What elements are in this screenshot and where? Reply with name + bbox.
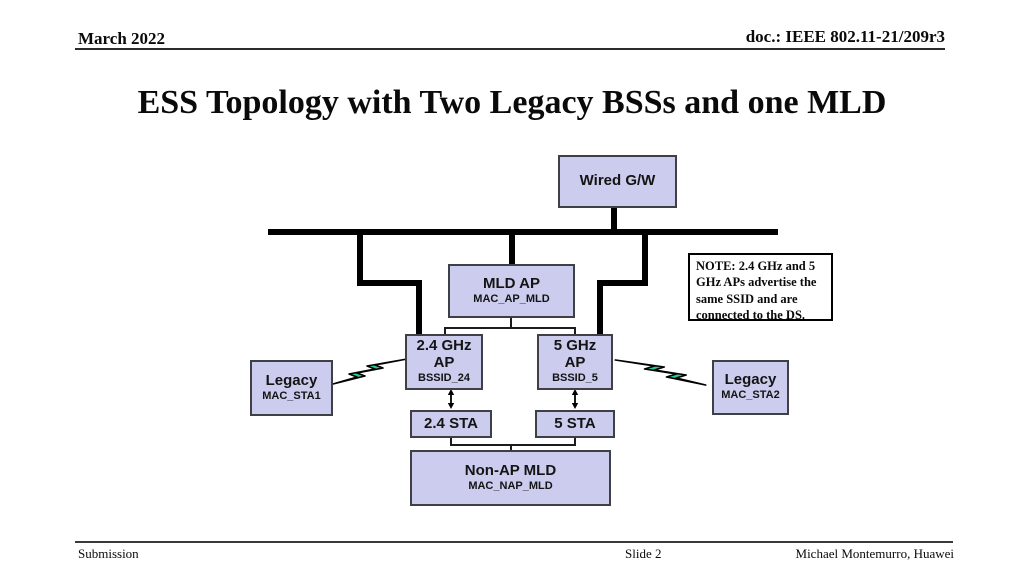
node-2-4ghz-ap: 2.4 GHz AP BSSID_24 <box>405 334 483 390</box>
node-label: Non-AP MLD <box>464 461 557 479</box>
ap5-connector-h <box>597 280 648 286</box>
mld-bracket-bar <box>444 327 576 329</box>
node-5-sta: 5 STA <box>535 410 615 438</box>
node-label: 5 STA <box>554 414 596 432</box>
node-2-4-sta: 2.4 STA <box>410 410 492 438</box>
sta-bracket-right <box>574 437 576 446</box>
header-date: March 2022 <box>78 29 166 48</box>
node-mld-ap: MLD AP MAC_AP_MLD <box>448 264 575 318</box>
node-label: 2.4 GHz AP <box>416 337 472 372</box>
footer-author: Michael Montemurro, Huawei <box>795 546 954 561</box>
node-5ghz-ap: 5 GHz AP BSSID_5 <box>537 334 613 390</box>
header-doc-id: doc.: IEEE 802.11-21/209r3 <box>745 27 945 46</box>
node-sublabel: MAC_AP_MLD <box>473 292 550 305</box>
ap24-connector-v2 <box>416 280 422 336</box>
node-label: MLD AP <box>483 274 540 292</box>
ap24-connector-v1 <box>357 233 363 286</box>
node-label: Legacy <box>724 371 777 389</box>
ap24-connector-h <box>357 280 422 286</box>
node-sublabel: MAC_NAP_MLD <box>468 479 553 492</box>
ds-bus-line <box>268 229 778 235</box>
node-legacy-sta1: Legacy MAC_STA1 <box>250 360 333 416</box>
ap24-sta-link-arrow-icon <box>447 389 455 409</box>
node-sublabel: MAC_STA1 <box>262 389 321 402</box>
sta-bracket-stem <box>510 444 512 452</box>
mld-ap-connector <box>509 233 515 266</box>
node-label: 5 GHz AP <box>553 337 597 372</box>
wireless-bolt-right-icon <box>614 359 707 386</box>
mld-bracket-right <box>574 327 576 336</box>
node-sublabel: MAC_STA2 <box>721 389 780 402</box>
node-label: 2.4 STA <box>424 414 478 432</box>
footer-rule <box>75 541 953 543</box>
mld-bracket-left <box>444 327 446 336</box>
node-label: Legacy <box>265 371 318 389</box>
node-sublabel: BSSID_5 <box>552 371 598 384</box>
footer-slide-number: Slide 2 <box>625 546 662 561</box>
note-box: NOTE: 2.4 GHz and 5 GHz APs advertise th… <box>688 253 833 322</box>
header-rule <box>75 48 945 50</box>
node-label: Wired G/W <box>579 172 656 190</box>
ap5-sta-link-arrow-icon <box>571 389 579 409</box>
node-non-ap-mld: Non-AP MLD MAC_NAP_MLD <box>410 450 611 506</box>
sta-bracket-left <box>450 437 452 446</box>
mld-bracket-stem <box>510 318 512 328</box>
node-wired-gw: Wired G/W <box>558 155 677 208</box>
wired-gw-connector <box>611 206 617 232</box>
node-legacy-sta2: Legacy MAC_STA2 <box>712 360 789 415</box>
wireless-bolt-left-icon <box>332 358 408 385</box>
ap5-connector-v1 <box>642 233 648 286</box>
slide-title: ESS Topology with Two Legacy BSSs and on… <box>137 84 887 121</box>
ap5-connector-v2 <box>597 280 603 336</box>
footer-submission: Submission <box>78 546 139 561</box>
node-sublabel: BSSID_24 <box>418 371 470 384</box>
sta-bracket-bar <box>450 444 576 446</box>
